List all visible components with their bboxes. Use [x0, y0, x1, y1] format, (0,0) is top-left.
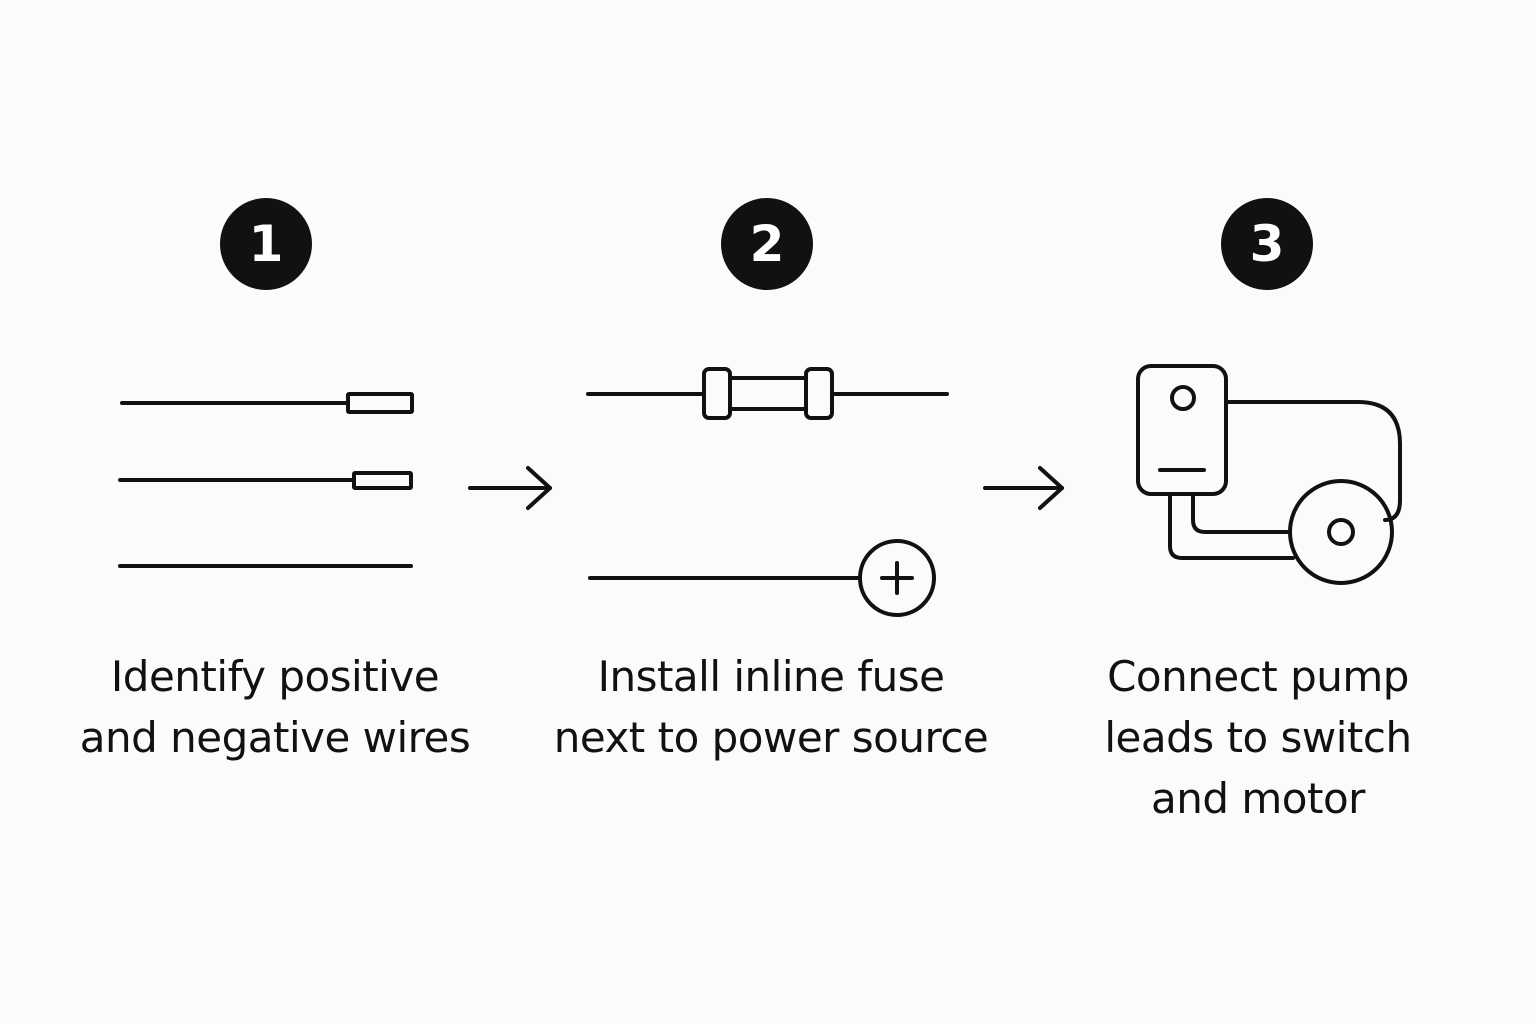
step-3-caption-line: and motor: [1151, 774, 1365, 823]
step-3-caption-line: Connect pump: [1107, 652, 1409, 701]
step-2-caption-line: Install inline fuse: [597, 652, 945, 701]
arrow-right-icon: [983, 466, 1064, 510]
step-1-caption: Identify positive and negative wires: [35, 646, 515, 768]
step-2-caption-line: next to power source: [553, 713, 989, 762]
step-1-caption-line: and negative wires: [79, 713, 471, 762]
step-1-caption-line: Identify positive: [110, 652, 440, 701]
step-3-caption-line: leads to switch: [1104, 713, 1412, 762]
inline-fuse-icon: [586, 367, 949, 420]
wires-icon: [118, 392, 414, 568]
step-2-badge: 2: [721, 198, 813, 290]
step-1-badge: 1: [220, 198, 312, 290]
pump-motor-icon: [1136, 364, 1402, 585]
arrow-right-icon: [468, 466, 552, 510]
positive-terminal-icon: [588, 539, 936, 617]
step-3-caption: Connect pump leads to switch and motor: [1018, 646, 1498, 829]
step-2-caption: Install inline fuse next to power source: [531, 646, 1011, 768]
step-3-badge: 3: [1221, 198, 1313, 290]
